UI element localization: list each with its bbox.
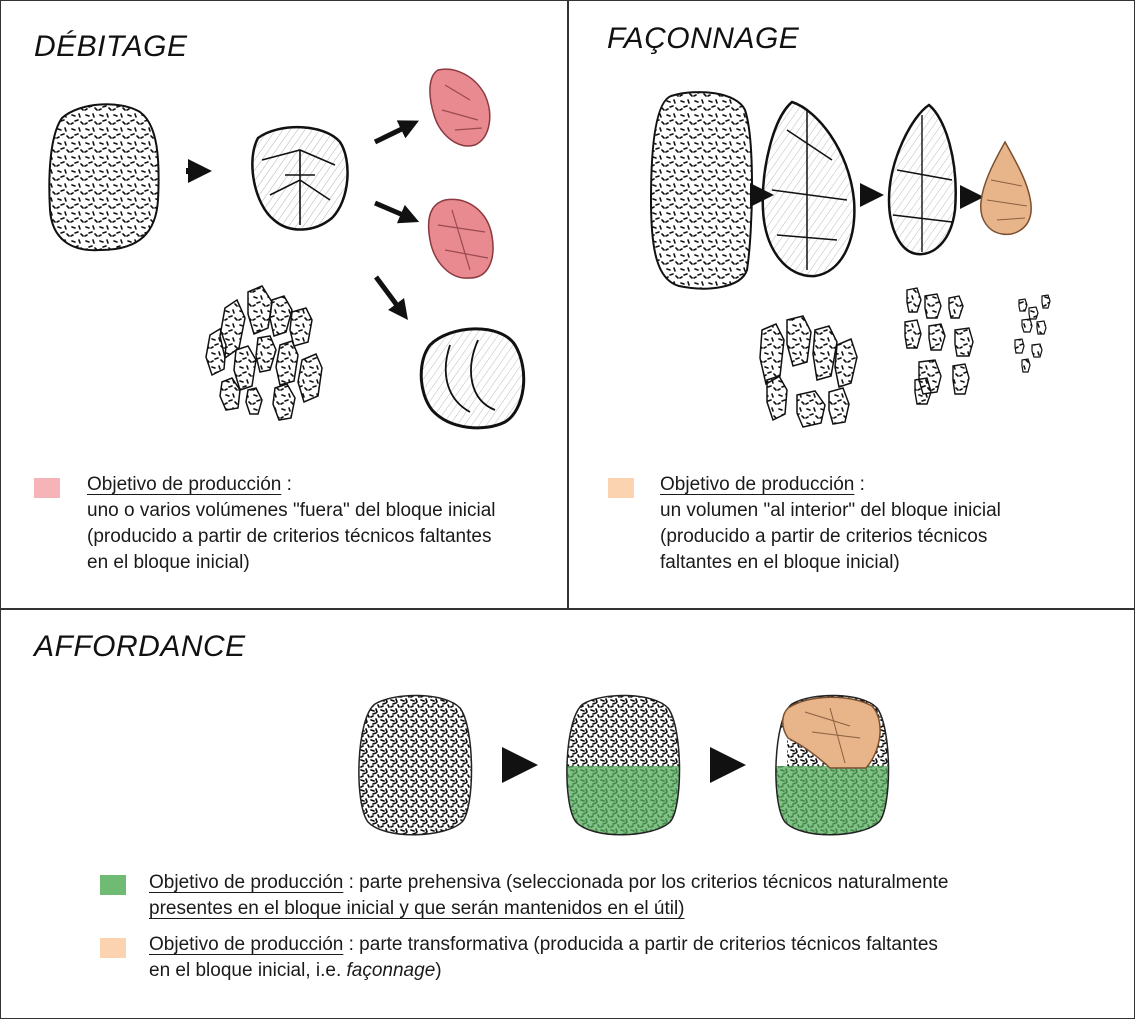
arrow-3 xyxy=(374,200,420,224)
debitage-panel xyxy=(0,0,569,610)
faconnage-debris-small xyxy=(1014,294,1051,373)
arrow-2 xyxy=(373,120,419,145)
affordance-title: AFFORDANCE xyxy=(34,630,246,663)
biface-orange xyxy=(980,140,1032,236)
faconnage-legend-line2: (producido a partir de criterios técnico… xyxy=(660,526,988,547)
affordance-illustration xyxy=(358,694,890,836)
prehensive-legend-swatch xyxy=(100,875,126,895)
transformative-legend-swatch xyxy=(100,938,126,958)
transformative-legend-label: Objetivo de producción xyxy=(149,934,344,955)
debitage-legend-label: Objetivo de producción xyxy=(87,474,282,495)
arrow-4 xyxy=(373,275,408,321)
debitage-legend-line1: uno o varios volúmenes "fuera" del bloqu… xyxy=(87,500,496,521)
transformative-legend: Objetivo de producción : parte transform… xyxy=(149,934,938,981)
roughout xyxy=(761,100,856,278)
prehensive-legend-label: Objetivo de producción xyxy=(149,872,344,893)
prehensive-legend-line2: presentes en el bloque inicial y que ser… xyxy=(149,898,685,919)
debitage-legend: Objetivo de producción : uno o varios vo… xyxy=(87,472,496,576)
pebble-prehensive xyxy=(566,694,681,836)
faconnage-debris-medium xyxy=(904,287,974,405)
raw-nodule xyxy=(48,103,160,252)
debitage-legend-swatch xyxy=(34,478,60,498)
prehensive-legend: Objetivo de producción : parte prehensiv… xyxy=(149,872,949,919)
elongated-block xyxy=(649,91,753,290)
faconnage-legend-label: Objetivo de producción xyxy=(660,474,855,495)
pebble-raw xyxy=(358,694,473,836)
debitage-debris xyxy=(205,285,323,421)
faconnage-debris-large xyxy=(759,315,858,428)
residual-core xyxy=(419,327,526,430)
debitage-legend-line2: (producido a partir de criterios técnico… xyxy=(87,526,492,547)
faconnage-legend-line1: un volumen "al interior" del bloque inic… xyxy=(660,500,1001,521)
debitage-legend-line3: en el bloque inicial) xyxy=(87,552,250,573)
faconnage-legend-line3: faltantes en el bloque inicial) xyxy=(660,552,900,573)
transformative-part xyxy=(782,696,881,769)
pebble-tool xyxy=(775,694,890,836)
faconnage-illustration xyxy=(649,91,1051,428)
faconnage-title: FAÇONNAGE xyxy=(607,22,800,55)
flake-pink-1 xyxy=(429,68,491,147)
faconnage-legend-swatch xyxy=(608,478,634,498)
debitage-illustration xyxy=(48,68,526,430)
debitage-title: DÉBITAGE xyxy=(34,30,188,63)
faconnage-legend: Objetivo de producción : un volumen "al … xyxy=(660,472,1001,576)
